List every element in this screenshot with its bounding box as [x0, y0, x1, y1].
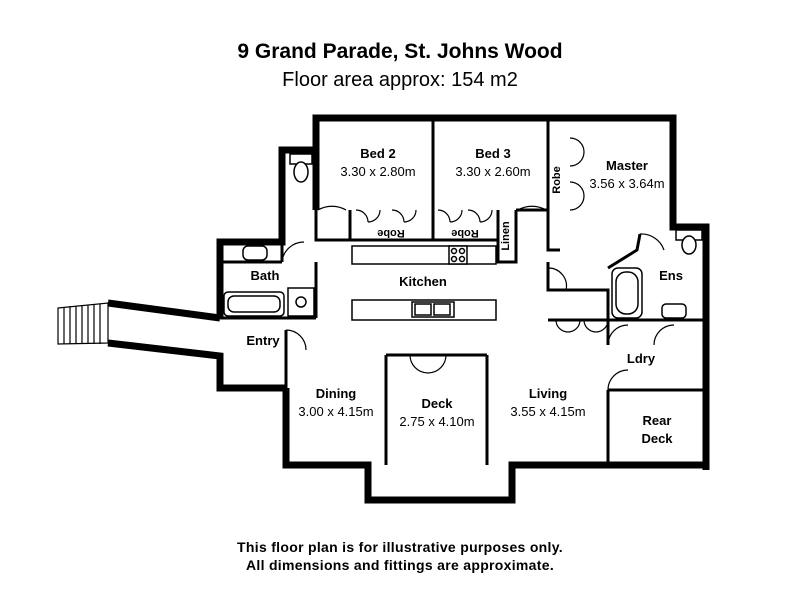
entry-stairs	[57, 302, 109, 345]
master-dims: 3.56 x 3.64m	[589, 176, 664, 191]
rear-deck-label-1: Rear	[643, 413, 672, 428]
deck-label: Deck	[421, 396, 453, 411]
kitchen-label: Kitchen	[399, 274, 447, 289]
bed3-dims: 3.30 x 2.60m	[455, 164, 530, 179]
bed2-dims: 3.30 x 2.80m	[340, 164, 415, 179]
ldry-label: Ldry	[627, 351, 656, 366]
kitchen-benches	[351, 245, 497, 321]
bath-label: Bath	[251, 268, 280, 283]
plan-title: 9 Grand Parade, St. Johns Wood	[237, 40, 563, 63]
doors	[281, 137, 675, 391]
dining-label: Dining	[316, 386, 356, 401]
robe-bed2-label: Robe	[377, 227, 405, 239]
bed2-label: Bed 2	[360, 146, 395, 161]
entry-label: Entry	[246, 333, 280, 348]
floor-area: Floor area approx: 154 m2	[282, 69, 518, 91]
linen-label: Linen	[500, 221, 512, 251]
ens-label: Ens	[659, 268, 683, 283]
deck-dims: 2.75 x 4.10m	[399, 414, 474, 429]
rear-deck-label-2: Deck	[641, 431, 673, 446]
master-label: Master	[606, 158, 648, 173]
robe-master-label: Robe	[551, 166, 563, 194]
dining-dims: 3.00 x 4.15m	[298, 404, 373, 419]
outer-walls	[107, 114, 710, 504]
robe-bed3-label: Robe	[451, 227, 479, 239]
room-labels: Bed 2 3.30 x 2.80m Bed 3 3.30 x 2.60m Ma…	[246, 146, 683, 446]
living-label: Living	[529, 386, 567, 401]
bed3-label: Bed 3	[475, 146, 510, 161]
living-dims: 3.55 x 4.15m	[510, 404, 585, 419]
bath-fittings	[223, 153, 703, 319]
disclaimer-line-1: This floor plan is for illustrative purp…	[237, 539, 563, 555]
disclaimer-line-2: All dimensions and fittings are approxim…	[245, 557, 555, 573]
interior-walls	[220, 118, 706, 465]
